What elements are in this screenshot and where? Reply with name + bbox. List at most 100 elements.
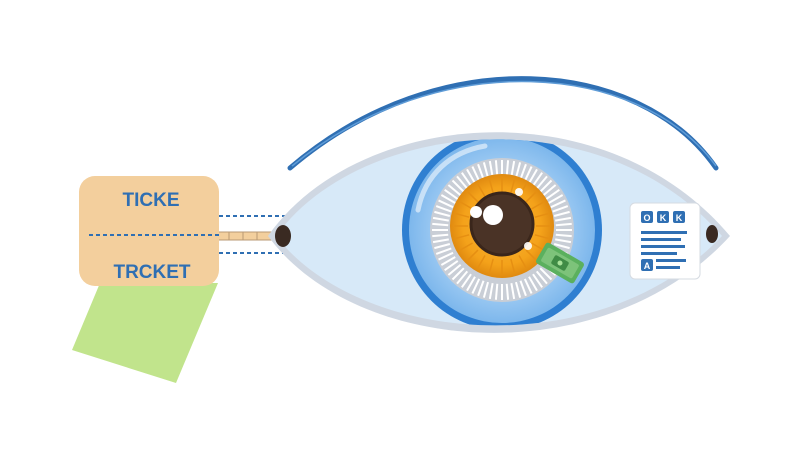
iris-fleck [467, 191, 479, 203]
iris-tick [488, 160, 494, 177]
iris-tick [505, 160, 510, 177]
iris-tick [444, 189, 459, 200]
iris-tick [548, 194, 564, 204]
id-card-icon-row: O K K [641, 211, 685, 223]
iris-tick [553, 210, 570, 217]
iris-fleck [460, 201, 473, 210]
id-card-letter-icon: A [644, 261, 651, 271]
iris-fleck [477, 255, 486, 268]
ticket: TICKE TRCKET [79, 176, 220, 286]
iris-tick [461, 172, 472, 187]
eye [268, 132, 730, 333]
iris-tick [539, 267, 553, 281]
iris-fleck [531, 242, 544, 251]
iris-tick [505, 283, 510, 300]
iris-tick [451, 179, 465, 193]
ticket-bottom-label: TRCKET [113, 262, 190, 283]
iris-tick [447, 263, 462, 276]
id-card-icon-letter-1: O [643, 213, 650, 223]
iris-tick [535, 175, 548, 190]
iris-tick [539, 179, 553, 193]
iris-tick [440, 194, 456, 204]
iris-tick [523, 278, 533, 294]
iris-tick [482, 281, 489, 298]
id-card-icon: O K K A [629, 202, 701, 280]
iris-fleck [525, 249, 537, 261]
iris-tick [519, 280, 527, 297]
iris-tick [435, 247, 452, 255]
iris-tick [555, 216, 572, 222]
id-card-text-lines [641, 231, 687, 269]
iris-tick [435, 205, 452, 213]
iris-fleck [518, 255, 527, 268]
iris-fleck [525, 191, 537, 203]
pupil-highlight-small [470, 206, 482, 218]
iris-tick [444, 260, 459, 271]
iris-tick [456, 270, 469, 285]
iris-tick [519, 163, 527, 180]
iris-tick [553, 243, 570, 250]
iris-tick [434, 243, 451, 250]
iris-tick [456, 175, 469, 190]
iris-tick [488, 283, 494, 300]
iris-tick [523, 166, 533, 182]
iris-tick [451, 267, 465, 281]
iris-tick [528, 276, 538, 292]
iris-tick [555, 233, 572, 238]
iris-tick [552, 205, 569, 213]
iris-fleck [510, 258, 516, 273]
iris-tick [466, 168, 476, 184]
iris-fleck [455, 212, 470, 218]
iris-tick [555, 222, 572, 227]
iris-tick [515, 162, 522, 179]
iris-tick [432, 233, 449, 238]
iris-tick [535, 270, 548, 285]
iris-tick [555, 238, 572, 244]
pupil-highlight-large [483, 205, 503, 225]
iris-tick [438, 251, 454, 261]
iris-fleck [460, 242, 473, 251]
iris-tick [432, 222, 449, 227]
iris-fleck [477, 184, 486, 197]
iris-tick [438, 199, 454, 209]
iris-fleck [531, 201, 544, 210]
iris-tick [528, 168, 538, 184]
ticket-stub [72, 283, 218, 383]
iris-fleck [534, 212, 549, 218]
iris-tick [532, 273, 543, 288]
iris-tick [477, 163, 485, 180]
iris-tick [532, 172, 543, 187]
iris-fleck [488, 258, 494, 273]
iris-tick [494, 160, 499, 177]
iris-fleck [510, 179, 516, 194]
iris-tick [434, 210, 451, 217]
iris-tick [461, 273, 472, 288]
iris-tick [432, 216, 449, 222]
iris-fleck [467, 249, 479, 261]
iris-tick [482, 162, 489, 179]
iris-tick [515, 281, 522, 298]
iris-fleck [488, 179, 494, 194]
iris-flecks [454, 178, 550, 274]
iris-tick [447, 184, 462, 197]
iris-tick [494, 283, 499, 300]
iris-tick [510, 283, 516, 300]
iris-tick [477, 280, 485, 297]
iris-tick [471, 166, 481, 182]
eye-left-corner [275, 225, 291, 247]
iris-fleck [455, 234, 470, 240]
iris-tick [471, 278, 481, 294]
eye-right-corner [706, 225, 718, 243]
iris-tick [550, 199, 566, 209]
iris-tick [432, 238, 449, 244]
iris-tick [542, 184, 557, 197]
ticket-top-label: TICKE [123, 190, 180, 211]
iris-tick [510, 160, 516, 177]
iris-fleck [534, 234, 549, 240]
iris-ticks [432, 160, 572, 300]
iris-tick [466, 276, 476, 292]
chip-icon [536, 242, 584, 284]
iris-tick [440, 256, 456, 266]
id-card-icon-letter-3: K [676, 213, 683, 223]
